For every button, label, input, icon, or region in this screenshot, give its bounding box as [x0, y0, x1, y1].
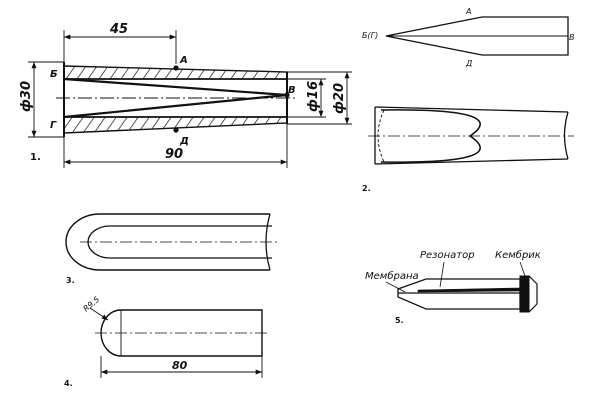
figure-2-number: 2.: [362, 184, 371, 193]
figure-1-section-drawing: 45 90 ф30 ф20 ф16 А Б В Г Д 1.: [19, 22, 352, 168]
resonator-insert: [417, 287, 521, 293]
figure-2-views: А Б(Г) В Д 2.: [362, 7, 575, 193]
label-resonator: Резонатор: [420, 250, 475, 261]
dim-length-rod: 80: [172, 359, 188, 372]
dim-radius: R9,5: [82, 295, 102, 314]
label2-point-d: Д: [465, 59, 472, 68]
point-v-dot: [284, 92, 290, 98]
figure-4-rounded-rod: R9,5 80 4.: [64, 295, 270, 388]
dim-length-half: 45: [109, 22, 128, 37]
label2-point-bg: Б(Г): [362, 31, 378, 40]
label-point-d: Д: [179, 136, 189, 147]
point-d-dot: [173, 127, 179, 133]
dim-length-total: 90: [165, 147, 183, 162]
dim-diameter-outer: ф30: [19, 81, 34, 112]
figure-1-number: 1.: [30, 152, 41, 163]
figure-4-number: 4.: [64, 379, 73, 388]
label-point-v: В: [288, 85, 296, 96]
label-point-b: Б: [50, 69, 58, 80]
label-membrane: Мембрана: [365, 270, 419, 282]
figure-3-number: 3.: [66, 276, 75, 285]
label-point-a: А: [179, 55, 188, 66]
dim-diameter-tip: ф20: [332, 83, 347, 114]
label2-point-a: А: [465, 7, 471, 16]
figure-3-rounded-blank: 3.: [65, 213, 280, 285]
label-cambric: Кембрик: [495, 249, 541, 261]
dim-diameter-inner: ф16: [306, 81, 321, 112]
cambric-sleeve: [519, 275, 530, 313]
point-a-dot: [173, 65, 179, 71]
figure-5-number: 5.: [395, 316, 404, 325]
figure-5-assembled-reed: Мембрана Резонатор Кембрик 5.: [365, 249, 541, 325]
label-point-g: Г: [50, 120, 57, 131]
label2-point-v: В: [569, 33, 575, 42]
